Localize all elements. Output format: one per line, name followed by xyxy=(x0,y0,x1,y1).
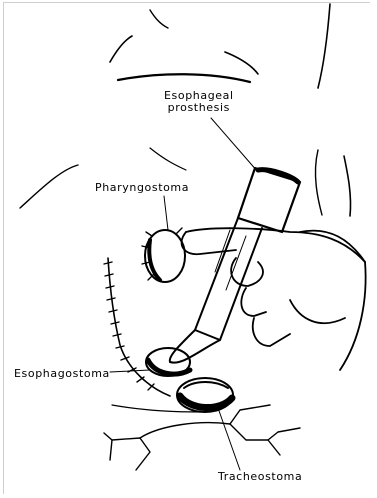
tracheostoma-opening xyxy=(177,378,233,412)
incision-sutures xyxy=(104,258,200,412)
label-pharyngostoma: Pharyngostoma xyxy=(95,182,189,194)
esophagostoma-opening xyxy=(146,348,190,376)
leader-lines xyxy=(110,118,258,470)
label-esophageal-line2: prosthesis xyxy=(164,102,234,114)
hand xyxy=(182,228,366,370)
prosthesis-tube xyxy=(170,168,300,363)
pharyngostoma-opening xyxy=(142,228,185,282)
label-tracheostoma: Tracheostoma xyxy=(218,471,302,483)
label-esophageal-prosthesis: Esophageal prosthesis xyxy=(164,90,234,114)
label-esophagostoma: Esophagostoma xyxy=(14,368,110,380)
chest-lines xyxy=(104,405,300,470)
